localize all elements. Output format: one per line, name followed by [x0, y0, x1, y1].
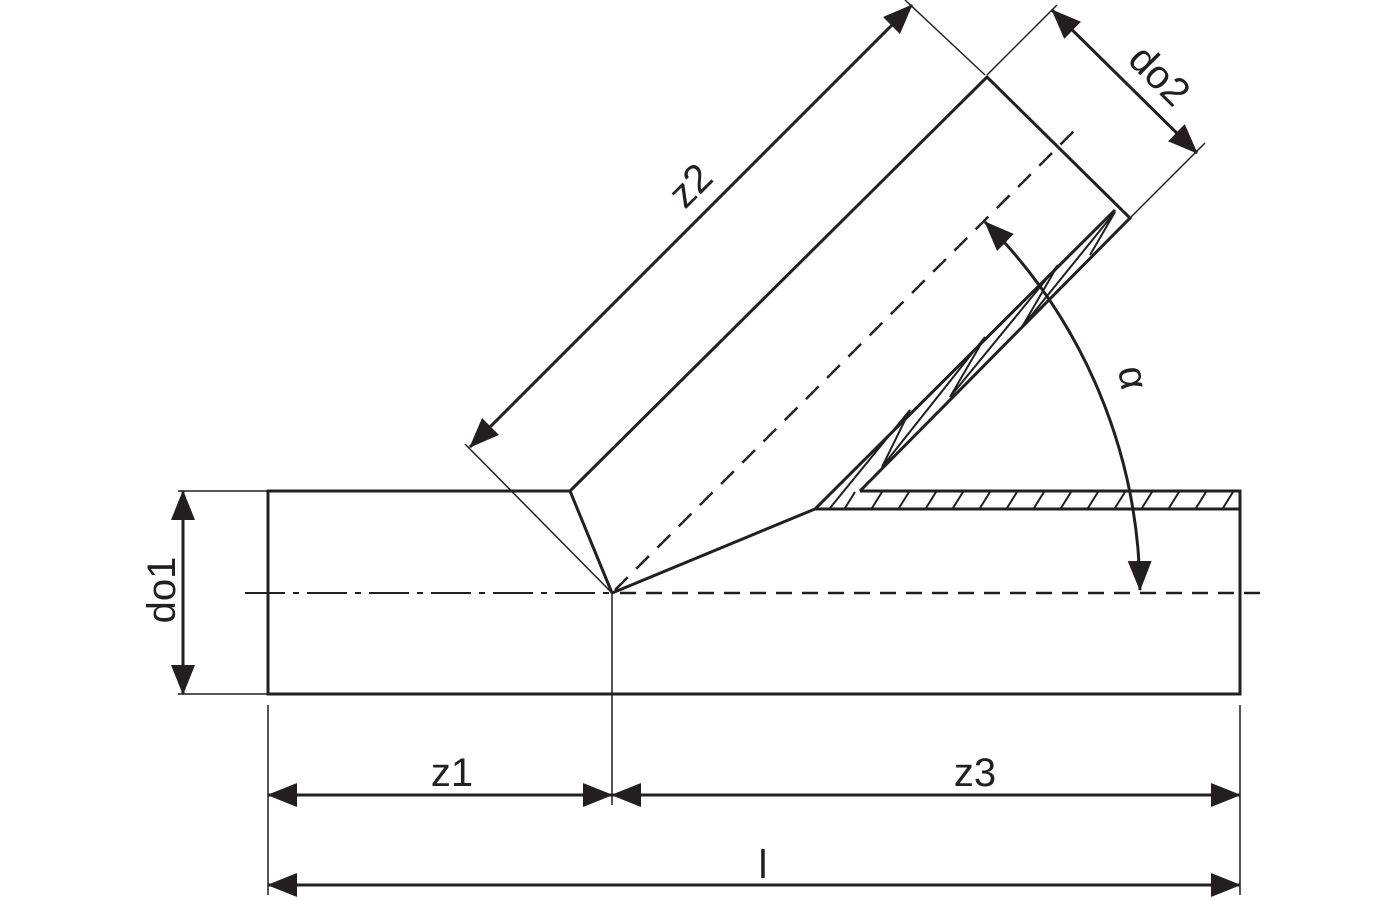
do2-dimension: [1050, 8, 1199, 155]
branch-pipe: [568, 74, 1133, 595]
hatching: [844, 491, 1234, 509]
z2-dimension: [468, 3, 914, 449]
label-z3: z3: [954, 751, 996, 795]
dimension-arrows: [171, 3, 1241, 897]
label-z1: z1: [431, 751, 473, 795]
label-alpha: α: [1109, 363, 1156, 393]
alpha-arc: [983, 220, 1152, 591]
extension-lines: [178, 0, 1241, 895]
label-do1: do1: [140, 557, 184, 624]
label-l: l: [759, 843, 768, 887]
label-z2: z2: [660, 155, 721, 216]
center-lines: [245, 124, 1265, 595]
label-do2: do2: [1120, 37, 1198, 115]
